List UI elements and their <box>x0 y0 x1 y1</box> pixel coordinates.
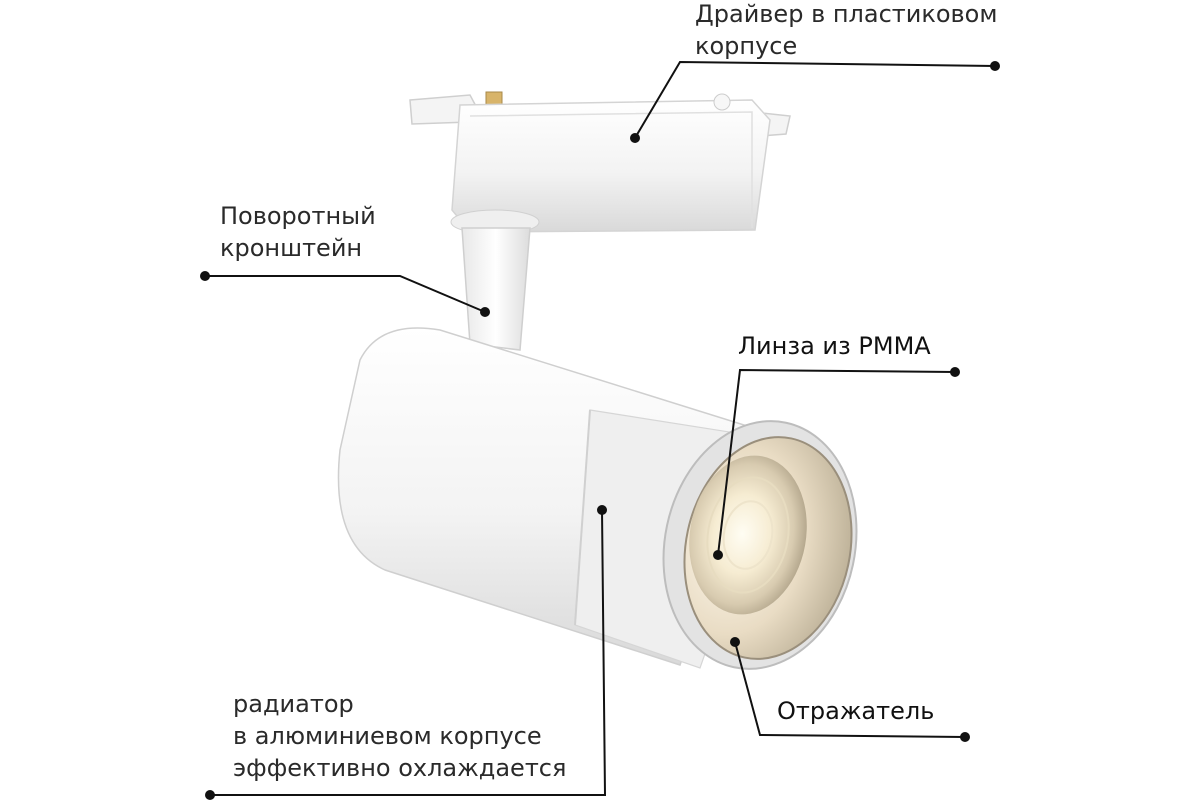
leader-driver <box>634 60 996 139</box>
label-reflector-text: Отражатель <box>777 697 935 725</box>
label-driver: Драйвер в пластиковом корпусе <box>695 0 997 62</box>
label-lens: Линза из PMMA <box>738 330 931 362</box>
swivel-bracket <box>450 209 540 351</box>
label-bracket: Поворотный кронштейн <box>220 200 376 264</box>
label-driver-line2: корпусе <box>695 32 798 60</box>
label-radiator: радиатор в алюминиевом корпусе эффективн… <box>233 688 566 784</box>
label-bracket-line1: Поворотный <box>220 202 376 230</box>
label-radiator-line3: эффективно охлаждается <box>233 754 567 782</box>
leader-bracket <box>205 275 486 313</box>
leader-dots <box>200 61 1000 800</box>
label-radiator-line1: радиатор <box>233 690 354 718</box>
label-reflector: Отражатель <box>777 695 934 727</box>
leader-lines <box>205 60 996 796</box>
label-radiator-line2: в алюминиевом корпусе <box>233 722 542 750</box>
leader-reflector <box>734 641 966 738</box>
label-driver-line1: Драйвер в пластиковом <box>695 0 998 28</box>
leader-radiator <box>210 509 607 796</box>
label-bracket-line2: кронштейн <box>220 234 363 262</box>
driver-housing <box>409 91 791 233</box>
leader-lens <box>717 368 956 556</box>
label-lens-text: Линза из PMMA <box>738 332 931 360</box>
